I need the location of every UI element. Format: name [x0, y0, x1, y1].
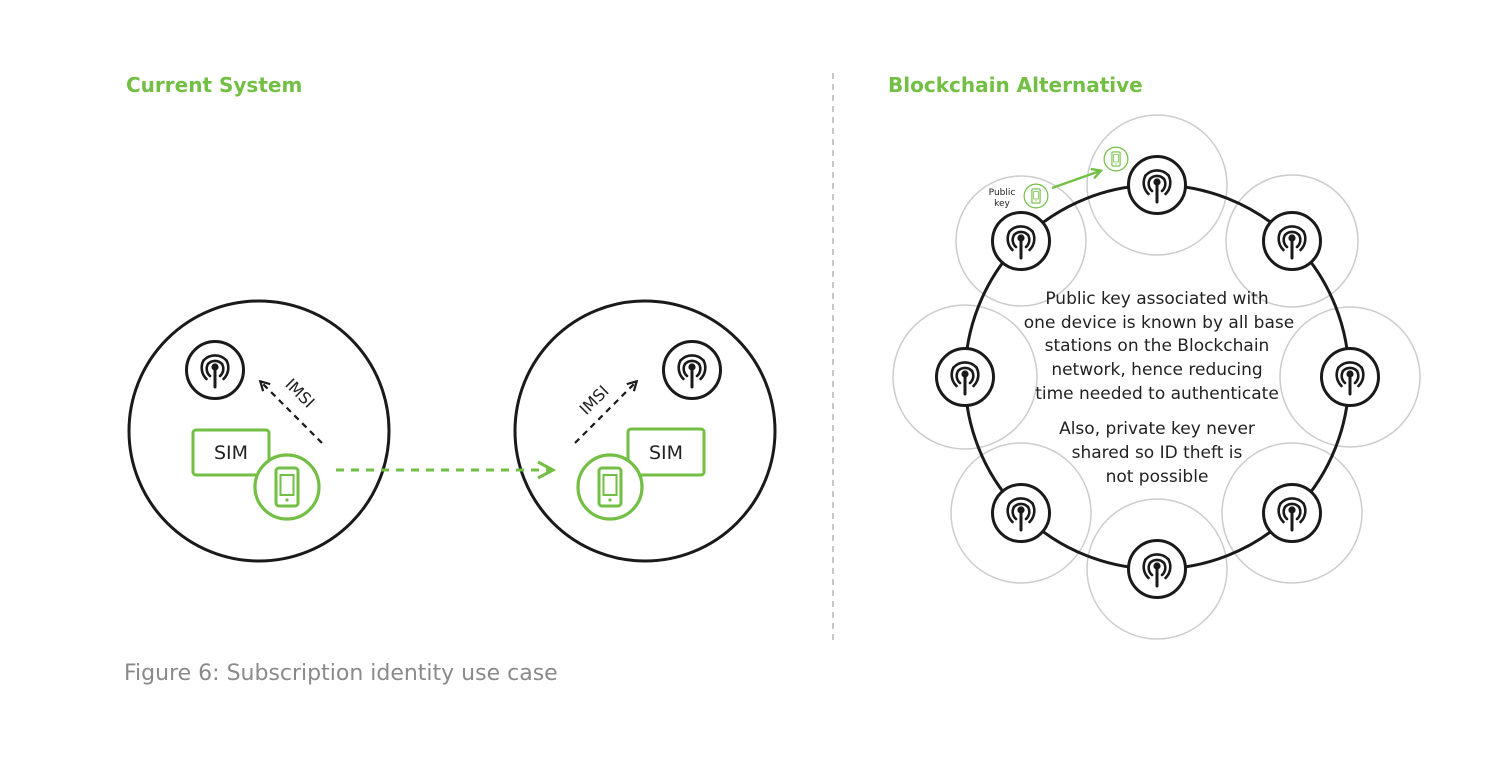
description-line: time needed to authenticate: [1035, 384, 1279, 404]
antenna-tower-icon: [1127, 155, 1187, 215]
cell-circle-right: [513, 299, 777, 563]
antenna-tower-icon: [662, 340, 722, 400]
antenna-tower-icon: [185, 340, 245, 400]
blockchain-description: Public key associated with one device is…: [1024, 289, 1294, 404]
public-key-label-line2: key: [994, 199, 1010, 209]
imsi-arrow-left: [261, 382, 323, 444]
public-key-label-line1: Public: [989, 188, 1016, 198]
description-line: Public key associated with: [1045, 289, 1268, 309]
sim-card-box-right: [626, 427, 706, 477]
sim-card-box-left: [191, 428, 271, 477]
public-key-arrow: [1051, 171, 1100, 190]
imsi-arrow-right: [574, 382, 636, 444]
security-note: Also, private key never shared so ID the…: [1059, 419, 1255, 487]
figure-caption: Figure 6: Subscription identity use case: [124, 661, 558, 686]
antenna-tower-icon: [1262, 211, 1322, 271]
mobile-phone-icon: [1023, 183, 1049, 209]
antenna-tower-icon: [991, 483, 1051, 543]
current-system-title: Current System: [126, 73, 302, 97]
description-line: network, hence reducing: [1051, 360, 1262, 380]
mobile-phone-icon: [1103, 146, 1129, 172]
antenna-tower-icon: [935, 347, 995, 407]
blockchain-alternative-title: Blockchain Alternative: [888, 73, 1143, 97]
coverage-rings: [892, 114, 1421, 640]
mobile-phone-icon: [253, 453, 321, 521]
description-line: stations on the Blockchain: [1045, 336, 1270, 356]
mobile-phone-icon: [576, 453, 644, 521]
note-line: not possible: [1106, 467, 1209, 487]
antenna-tower-icon: [1262, 483, 1322, 543]
imsi-label-right: IMSI: [576, 382, 613, 419]
sim-label-left: SIM: [214, 442, 248, 464]
sim-label-right: SIM: [649, 442, 683, 464]
imsi-label-left: IMSI: [281, 375, 318, 412]
description-line: one device is known by all base: [1024, 313, 1294, 333]
cell-circle-left: [127, 299, 391, 563]
antenna-tower-icon: [1127, 539, 1187, 599]
note-line: shared so ID theft is: [1072, 443, 1243, 463]
note-line: Also, private key never: [1059, 419, 1255, 439]
antenna-tower-icon: [1320, 347, 1380, 407]
antenna-tower-icon: [991, 211, 1051, 271]
